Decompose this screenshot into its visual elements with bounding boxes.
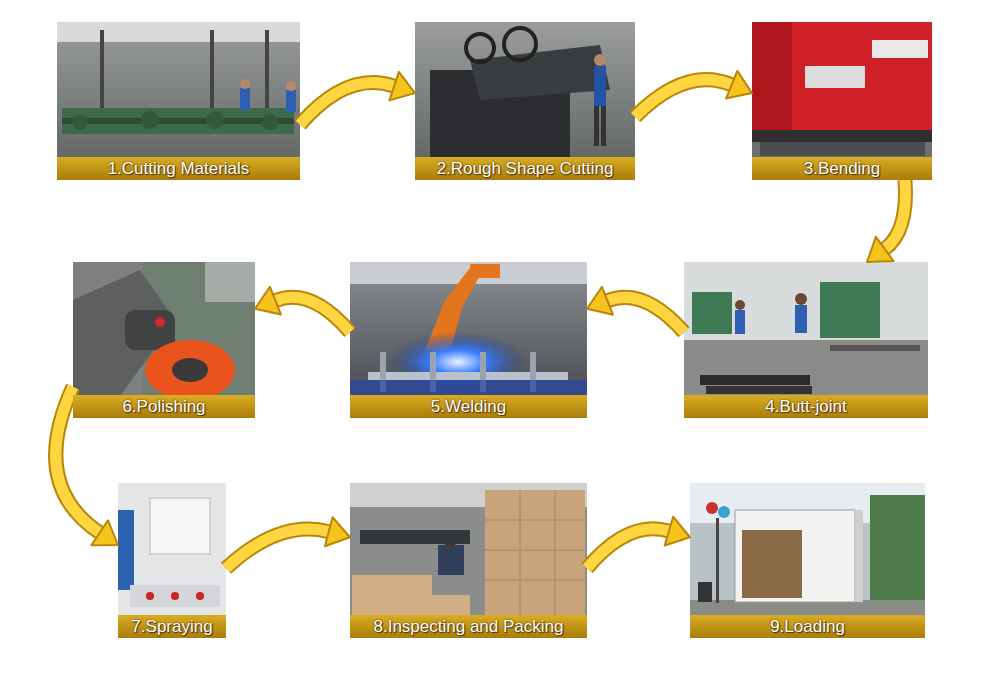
arrow-head: [389, 72, 415, 100]
arrow-body: [885, 180, 906, 249]
step-caption: 7.Spraying: [131, 617, 212, 637]
process-step: 5.Welding: [350, 262, 587, 418]
flow-arrow: [587, 517, 690, 569]
photo-spraying: [118, 483, 226, 638]
photo-packing: [350, 483, 587, 638]
arrow-outline: [885, 180, 906, 249]
step-caption: 5.Welding: [431, 397, 506, 417]
photo-loading: [690, 483, 925, 638]
step-caption: 6.Polishing: [122, 397, 205, 417]
process-step: 1.Cutting Materials: [57, 22, 300, 180]
caption-bar: 7.Spraying: [118, 615, 226, 638]
flow-arrow: [226, 517, 350, 568]
arrow-body: [607, 297, 684, 332]
photo-cutting: [57, 22, 300, 180]
caption-bar: 3.Bending: [752, 157, 932, 180]
step-caption: 3.Bending: [804, 159, 881, 179]
arrow-outline: [607, 297, 684, 332]
process-step: 3.Bending: [752, 22, 932, 180]
arrow-head: [665, 517, 690, 546]
arrow-body: [587, 529, 669, 568]
caption-bar: 4.Butt-joint: [684, 395, 928, 418]
arrow-head: [587, 287, 613, 315]
process-step: 7.Spraying: [118, 483, 226, 638]
step-caption: 2.Rough Shape Cutting: [437, 159, 614, 179]
step-caption: 8.Inspecting and Packing: [374, 617, 564, 637]
arrow-outline: [226, 529, 329, 568]
caption-bar: 5.Welding: [350, 395, 587, 418]
arrow-head: [726, 71, 752, 99]
process-step: 4.Butt-joint: [684, 262, 928, 418]
process-step: 2.Rough Shape Cutting: [415, 22, 635, 180]
flow-arrow: [300, 72, 415, 125]
caption-bar: 6.Polishing: [73, 395, 255, 418]
caption-bar: 1.Cutting Materials: [57, 157, 300, 180]
arrow-outline: [300, 83, 394, 125]
flow-arrow: [255, 287, 350, 332]
arrow-outline: [635, 80, 732, 117]
arrow-outline: [275, 297, 350, 332]
arrow-outline: [587, 529, 669, 568]
step-caption: 4.Butt-joint: [765, 397, 846, 417]
photo-polishing: [73, 262, 255, 418]
caption-bar: 8.Inspecting and Packing: [350, 615, 587, 638]
caption-bar: 2.Rough Shape Cutting: [415, 157, 635, 180]
arrow-head: [91, 520, 118, 545]
arrow-head: [325, 517, 350, 546]
arrow-head: [867, 237, 894, 262]
step-caption: 9.Loading: [770, 617, 845, 637]
process-step: 9.Loading: [690, 483, 925, 638]
photo-bending: [752, 22, 932, 180]
arrow-body: [275, 297, 350, 332]
photo-welding: [350, 262, 587, 418]
arrow-body: [300, 83, 394, 125]
flow-arrow: [635, 71, 752, 117]
flow-arrow: [867, 180, 905, 262]
process-step: 8.Inspecting and Packing: [350, 483, 587, 638]
step-caption: 1.Cutting Materials: [108, 159, 250, 179]
arrow-body: [226, 529, 329, 568]
caption-bar: 9.Loading: [690, 615, 925, 638]
arrow-body: [635, 80, 732, 117]
process-step: 6.Polishing: [73, 262, 255, 418]
arrow-head: [255, 287, 281, 315]
photo-butt-joint: [684, 262, 928, 418]
photo-rough-cutting: [415, 22, 635, 180]
flow-arrow: [587, 287, 684, 332]
